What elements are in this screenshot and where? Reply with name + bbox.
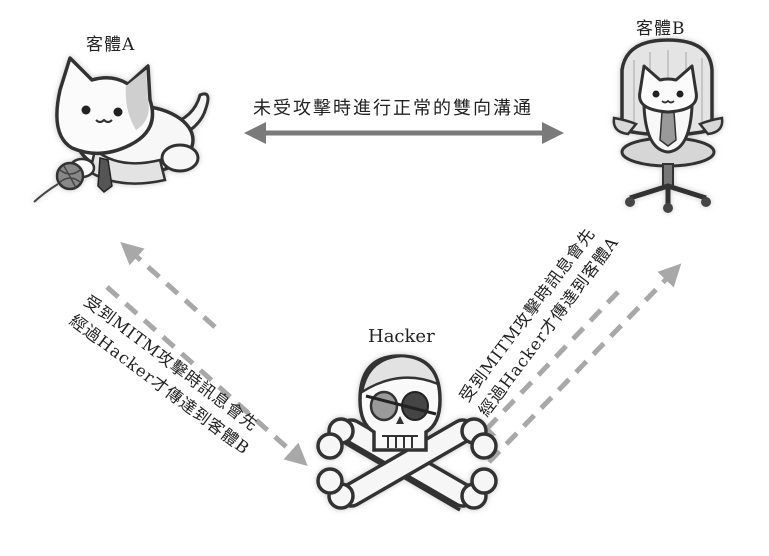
mitm-arrow-to-hacker-from-b: [472, 290, 620, 444]
hacker-label: Hacker: [368, 326, 435, 347]
skull-crossbones-icon: [316, 354, 498, 512]
mitm-arrow-a-to-hacker: [105, 285, 308, 466]
cat-lying-with-yarn-icon: [33, 56, 210, 203]
client-a-label: 客體A: [86, 35, 136, 55]
normal-comm-label: 未受攻擊時進行正常的雙向溝通: [253, 98, 533, 119]
cat-on-office-chair-icon: [612, 38, 724, 213]
mitm-arrow-hacker-to-b: [487, 263, 682, 464]
mitm-arrow-to-client-a: [120, 241, 217, 329]
client-b-label: 客體B: [636, 19, 686, 39]
